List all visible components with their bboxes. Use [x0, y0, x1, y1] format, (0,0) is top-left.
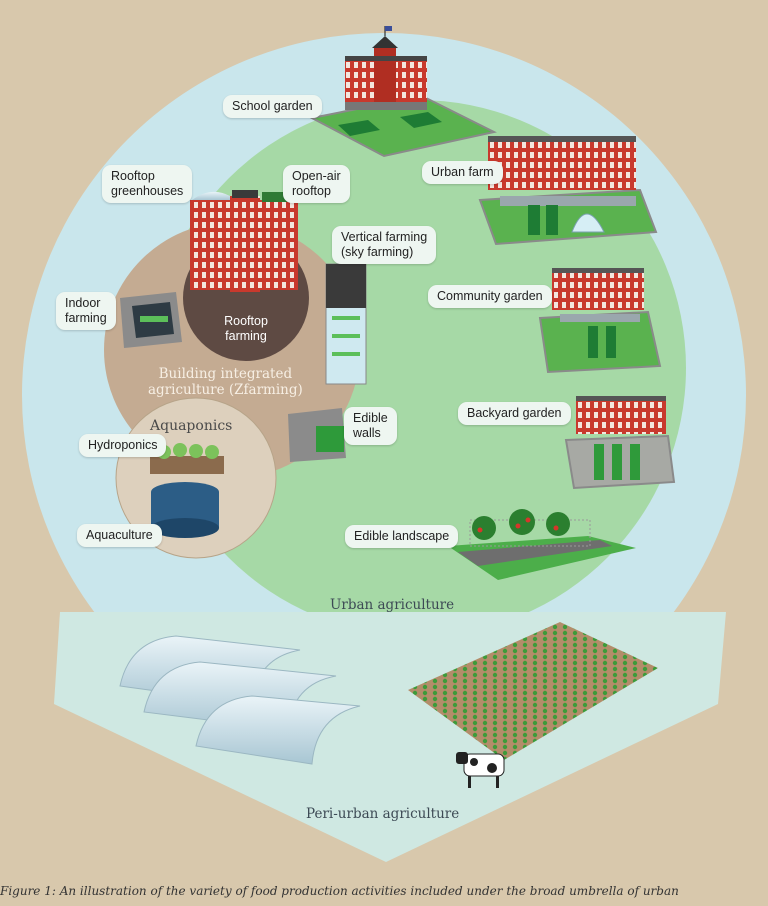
- backyard-garden-illustration: [564, 396, 676, 490]
- figure-caption: Figure 1: An illustration of the variety…: [0, 884, 679, 898]
- label-peri-urban-agriculture: Peri-urban agriculture: [306, 806, 460, 822]
- label-hydroponics: Hydroponics: [79, 434, 167, 457]
- cow-illustration: [456, 752, 505, 788]
- edible-landscape-illustration: [448, 509, 636, 580]
- label-urban-farm: Urban farm: [422, 161, 503, 184]
- greenhouses-illustration: [119, 635, 361, 765]
- label-aquaponics: Aquaponics: [150, 418, 233, 434]
- label-vertical-farming: Vertical farming (sky farming): [332, 226, 437, 264]
- label-indoor-farming: Indoor farming: [56, 292, 116, 330]
- urban-farm-illustration: [478, 136, 658, 246]
- school-garden-illustration: [309, 26, 497, 158]
- vertical-farming-illustration: [325, 263, 367, 385]
- label-edible-walls: Edible walls: [344, 407, 397, 445]
- rooftop-buildings-illustration: [190, 190, 298, 292]
- label-aquaculture: Aquaculture: [77, 524, 162, 547]
- indoor-farming-illustration: [120, 292, 182, 348]
- label-school-garden: School garden: [223, 95, 322, 118]
- label-building-integrated-agriculture: Building integrated agriculture (Zfarmin…: [148, 366, 303, 398]
- crop-field-illustration: [408, 622, 658, 760]
- label-community-garden: Community garden: [428, 285, 552, 308]
- label-urban-agriculture: Urban agriculture: [330, 597, 455, 613]
- label-open-air-rooftop: Open-air rooftop: [283, 165, 350, 203]
- label-rooftop-farming: Rooftop farming: [224, 314, 268, 343]
- label-rooftop-greenhouses: Rooftop greenhouses: [102, 165, 193, 203]
- edible-walls-illustration: [288, 408, 346, 462]
- label-backyard-garden: Backyard garden: [458, 402, 571, 425]
- community-garden-illustration: [538, 268, 662, 374]
- label-edible-landscape: Edible landscape: [345, 525, 459, 548]
- aquaponics-illustration: [150, 443, 224, 538]
